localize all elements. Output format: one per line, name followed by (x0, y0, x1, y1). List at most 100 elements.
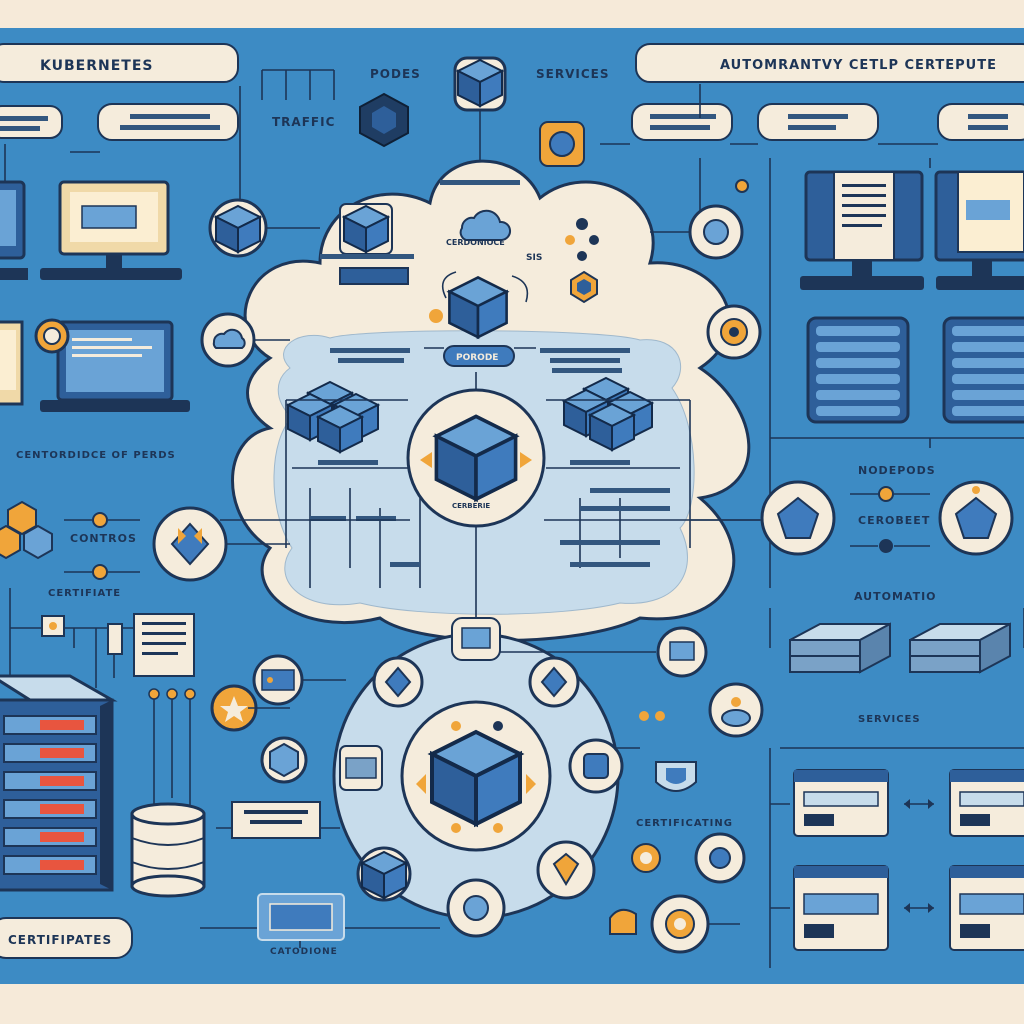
shield-icon (655, 761, 697, 792)
window-card-4 (949, 865, 1024, 951)
gear-node-left (260, 736, 308, 784)
placeholder-text (968, 125, 1008, 130)
ring-node-bl (356, 846, 412, 902)
label-pill (97, 103, 239, 141)
server-stack-right-2 (942, 316, 1024, 424)
label-pill (631, 103, 733, 141)
ring-node-right (568, 738, 624, 794)
certificate-bottom-label: CERTIFIPATES (8, 933, 112, 947)
certificate-doc-icon (133, 613, 195, 677)
node-hex-left (152, 506, 228, 582)
server-rack-left (0, 674, 118, 892)
label-card-left (231, 801, 321, 839)
placeholder-text (560, 540, 660, 545)
placeholder-text (788, 114, 848, 119)
cloud-node-graph-icon (565, 218, 599, 261)
coin-icon-bottom (631, 843, 661, 873)
left-mid-label: CENTORDIDCE OF PERDS (16, 450, 176, 461)
cube-node-bottom-right-1 (656, 626, 708, 678)
caterione-label: CATODIONE (270, 947, 338, 957)
services-right-label: SERVICES (858, 714, 921, 725)
placeholder-text (320, 254, 414, 259)
sis-label: SIS (526, 253, 542, 263)
cloud-tag (339, 267, 409, 285)
cert-node-bottom-2 (650, 894, 710, 954)
cert-node-right-mid (706, 304, 762, 360)
placeholder-text (650, 125, 710, 130)
monitor-main-left (40, 180, 182, 280)
cloud-hex-icon-right (570, 270, 598, 304)
status-dot (92, 512, 108, 528)
placeholder-text (0, 116, 48, 121)
placeholder-text (318, 460, 378, 465)
switch-node-left (252, 654, 304, 706)
monitor-right-1 (800, 170, 924, 290)
placeholder-text (330, 348, 410, 353)
top-cube-node (453, 56, 507, 112)
placeholder-text (130, 114, 210, 119)
center-tag-pill: PORODE (443, 345, 515, 367)
flame-node-right (708, 682, 764, 738)
placeholder-text (570, 562, 650, 567)
disk-stack-right-2 (909, 622, 1011, 674)
placeholder-text (550, 358, 620, 363)
pods-label: PODES (370, 67, 421, 81)
ring-node-left (339, 745, 383, 791)
location-pin-icon (735, 179, 749, 193)
center-tag-text: PORODE (456, 353, 498, 363)
cloud-main-cube (448, 276, 508, 339)
kubernetes-label-pill: KUBERNETES (0, 43, 239, 83)
certificate-left-label: CERTIFIATE (48, 588, 121, 599)
cloud-label: CERDONIOCE (446, 238, 505, 247)
placeholder-text (968, 114, 1008, 119)
node-hex-right-1 (760, 480, 836, 556)
placeholder-text (570, 460, 630, 465)
label-pill (937, 103, 1024, 141)
status-dot (655, 711, 665, 721)
disk-stack-right-1 (789, 622, 891, 674)
services-top-label: SERVICES (536, 67, 609, 81)
placeholder-text (0, 126, 40, 131)
label-pill (0, 105, 63, 139)
hand-icon (609, 908, 637, 935)
diagram-canvas: KUBERNETES AUTOMRANTVY CETLP CERTEPUTE P… (0, 43, 1024, 968)
central-hub-node: CERBERIE (406, 388, 546, 528)
window-tile-bottom (257, 893, 345, 941)
placeholder-text (338, 358, 404, 363)
placeholder-text (540, 348, 630, 353)
laptop-small-left (0, 320, 24, 406)
controls-label: CONTROS (70, 532, 137, 545)
server-stack-right-1 (806, 316, 910, 424)
placeholder-text (390, 562, 420, 567)
cloud-cube-left (339, 203, 393, 255)
kubernetes-title: KUBERNETES (40, 58, 153, 74)
window-card-3 (793, 865, 889, 951)
cert-node-right-top (688, 204, 744, 260)
ring-node-tr (528, 656, 580, 708)
hub-label: CERBERIE (452, 502, 490, 510)
dark-cube-icon (359, 92, 409, 148)
service-gear-icon (539, 121, 585, 167)
tag-icon (107, 623, 123, 655)
placeholder-text (440, 180, 520, 185)
ring-node-tl (372, 656, 424, 708)
certificate-bottom-pill: CERTIFIPATES (0, 917, 133, 959)
ring-node-br (536, 840, 596, 900)
top-right-label-pill: AUTOMRANTVY CETLP CERTEPUTE (635, 43, 1024, 83)
architecture-board: KUBERNETES AUTOMRANTVY CETLP CERTEPUTE P… (0, 28, 1024, 984)
nodes-right-label: NODEPODS (858, 464, 936, 477)
monitor-right-2 (934, 170, 1024, 290)
traffic-label: TRAFFIC (272, 115, 335, 129)
status-dot (878, 486, 894, 502)
placeholder-text (580, 506, 670, 511)
cert-node-bottom (694, 832, 746, 884)
automation-right-label: AUTOMATIO (854, 590, 937, 603)
flame-icon (429, 309, 443, 323)
status-dot (92, 564, 108, 580)
cerobeet-label: CEROBEET (858, 514, 930, 527)
window-card-1 (793, 769, 889, 837)
ring-node-bottom (446, 878, 506, 938)
ring-node-top (451, 617, 501, 661)
certificate-coin-icon (34, 318, 70, 354)
placeholder-text (356, 516, 396, 521)
